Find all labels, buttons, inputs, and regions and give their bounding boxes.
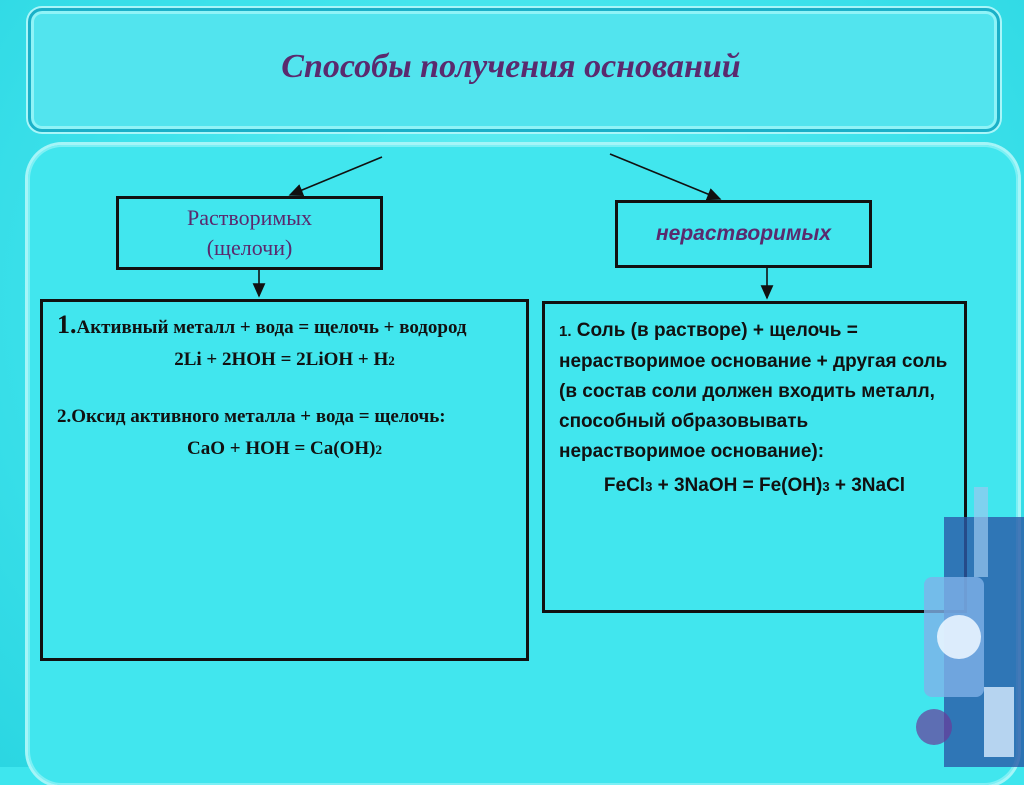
method-1-number: 1. (57, 310, 77, 339)
equation-1-text: 2Li + 2HOH = 2LiOH + H (174, 349, 389, 370)
soluble-methods-box: 1.Активный металл + вода = щелочь + водо… (40, 299, 529, 661)
insoluble-methods-box: 1. Соль (в растворе) + щелочь = нераство… (542, 301, 967, 613)
equation-1-subscript: 2 (388, 353, 395, 368)
insoluble-method-1-number: 1. (559, 323, 572, 340)
insoluble-equation: FeCl3 + 3NaOH = Fe(OH)3 + 3NaCl (559, 473, 950, 500)
equation-1: 2Li + 2HOH = 2LiOH + H2 (57, 347, 512, 374)
eq-part-2: + 3NaOH = Fe(OH) (652, 475, 823, 496)
arrow-to-insoluble (609, 153, 722, 201)
eq-sub-2: 3 (822, 479, 830, 494)
title-panel (28, 8, 1000, 132)
eq-part-1: FeCl (603, 475, 646, 496)
slide-title: Способы получения оснований (281, 48, 741, 85)
eq-part-3: + 3NaCl (829, 475, 906, 496)
content-panel (28, 145, 1018, 785)
insoluble-bases-box: нерастворимых (615, 200, 872, 268)
connector-arrows (252, 153, 774, 300)
equation-2: CaO + HOH = Ca(OH)2 (57, 436, 512, 463)
insoluble-method-1: 1. Соль (в растворе) + щелочь = нераство… (559, 316, 950, 467)
soluble-label: Растворимых (186, 205, 313, 230)
insoluble-method-1-text: Соль (в растворе) + щелочь = нерастворим… (559, 320, 948, 462)
decorative-lab-clipart (916, 487, 1024, 767)
arrow-to-soluble (288, 156, 383, 197)
soluble-bases-box: Растворимых (щелочи) (116, 196, 383, 270)
eq-sub-1: 3 (645, 479, 653, 494)
equation-2-subscript: 2 (375, 442, 382, 457)
method-1: 1.Активный металл + вода = щелочь + водо… (57, 312, 512, 341)
method-2: 2.Оксид активного металла + вода = щелоч… (57, 404, 512, 430)
method-1-text: Активный металл + вода = щелочь + водоро… (76, 317, 467, 338)
insoluble-label: нерастворимых (655, 222, 831, 245)
alkali-label: (щелочи) (206, 235, 293, 260)
method-2-text: 2.Оксид активного металла + вода = щелоч… (57, 406, 446, 427)
equation-2-text: CaO + HOH = Ca(OH) (187, 438, 376, 459)
